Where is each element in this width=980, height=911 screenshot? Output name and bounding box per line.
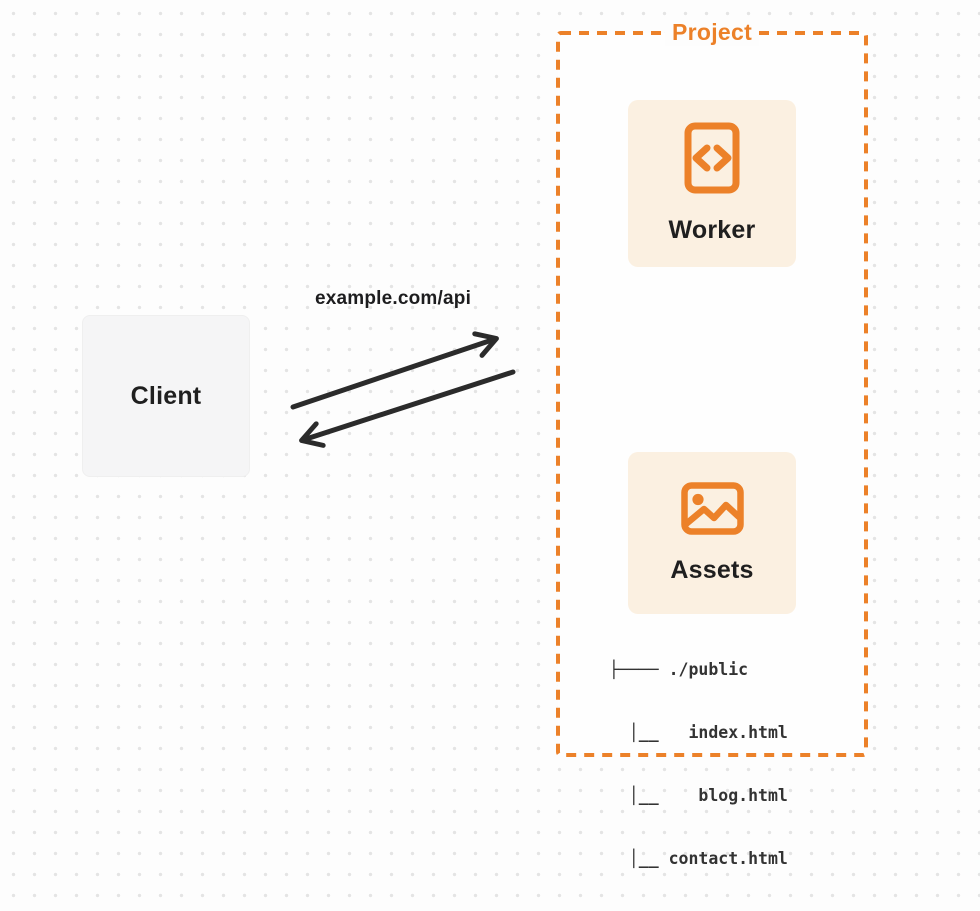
file-tree-item: │__ contact.html [609,849,788,868]
file-tree-item: │__ blog.html [609,786,788,805]
request-arrow [290,331,499,410]
client-label: Client [130,381,202,410]
worker-label: Worker [668,216,756,244]
diagram-canvas: Project example.com/api Client Worker [82,19,868,868]
assets-file-tree: ├──── ./public │__ index.html │__ blog.h… [609,617,788,911]
worker-node: Worker [628,100,796,267]
assets-node: Assets [628,452,796,614]
request-url-label: example.com/api [314,288,472,309]
file-tree-root: ├──── ./public [609,660,749,679]
project-title: Project [664,19,760,46]
assets-label: Assets [670,555,754,584]
code-document-icon [684,122,740,199]
response-arrow [299,369,516,448]
image-icon [680,481,744,540]
client-node: Client [82,315,250,477]
file-tree-item: │__ index.html [609,723,788,742]
project-title-wrap: Project [558,19,866,46]
